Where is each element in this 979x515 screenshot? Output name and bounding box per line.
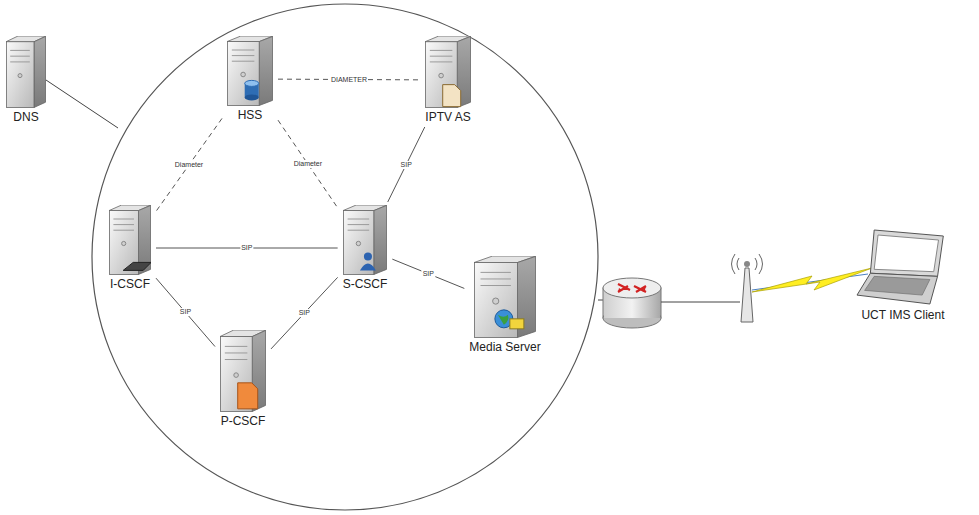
server-icon xyxy=(343,205,387,275)
protocol-label: Diameter xyxy=(293,160,323,168)
server-icon xyxy=(220,330,266,412)
node-label: S-CSCF xyxy=(343,277,388,291)
router-icon xyxy=(603,278,661,328)
protocol-label: Diameter xyxy=(174,161,204,169)
router-antenna-link xyxy=(661,302,740,303)
protocol-label: SIP xyxy=(298,309,311,317)
link-line xyxy=(278,120,338,208)
link-line xyxy=(392,259,464,288)
link-line xyxy=(156,278,215,346)
server-node: IPTV AS xyxy=(423,36,473,124)
server-icon xyxy=(6,36,46,108)
server-node: Media Server xyxy=(467,256,542,354)
protocol-label: SIP xyxy=(179,308,192,316)
server-node: I-CSCF xyxy=(107,205,153,291)
node-label: HSS xyxy=(238,108,263,122)
server-icon xyxy=(109,205,151,275)
node-label: DNS xyxy=(13,110,38,124)
antenna-icon xyxy=(732,254,763,322)
server-node: S-CSCF xyxy=(341,205,390,291)
core-router-link xyxy=(598,300,603,301)
server-icon xyxy=(474,256,536,338)
server-node: DNS xyxy=(4,36,48,124)
node-label: P-CSCF xyxy=(221,414,266,428)
server-node: HSS xyxy=(225,36,275,122)
dns-link xyxy=(46,80,118,128)
wireless-link xyxy=(752,268,872,292)
protocol-label: SIP xyxy=(240,244,253,252)
protocol-label: DIAMETER xyxy=(330,76,368,84)
server-node: P-CSCF xyxy=(218,330,268,428)
server-icon xyxy=(425,36,471,108)
node-label: IPTV AS xyxy=(425,110,470,124)
ims-core-boundary xyxy=(92,4,598,510)
node-label: UCT IMS Client xyxy=(861,308,944,322)
server-icon xyxy=(227,36,273,106)
protocol-label: SIP xyxy=(422,270,435,278)
protocol-label: SIP xyxy=(400,161,413,169)
node-label: I-CSCF xyxy=(110,277,150,291)
link-line xyxy=(156,118,222,211)
node-label: Media Server xyxy=(469,340,540,354)
client-laptop: UCT IMS Client xyxy=(853,228,953,322)
link-line xyxy=(388,127,425,202)
link-line xyxy=(271,277,338,349)
laptop-icon xyxy=(855,228,951,306)
